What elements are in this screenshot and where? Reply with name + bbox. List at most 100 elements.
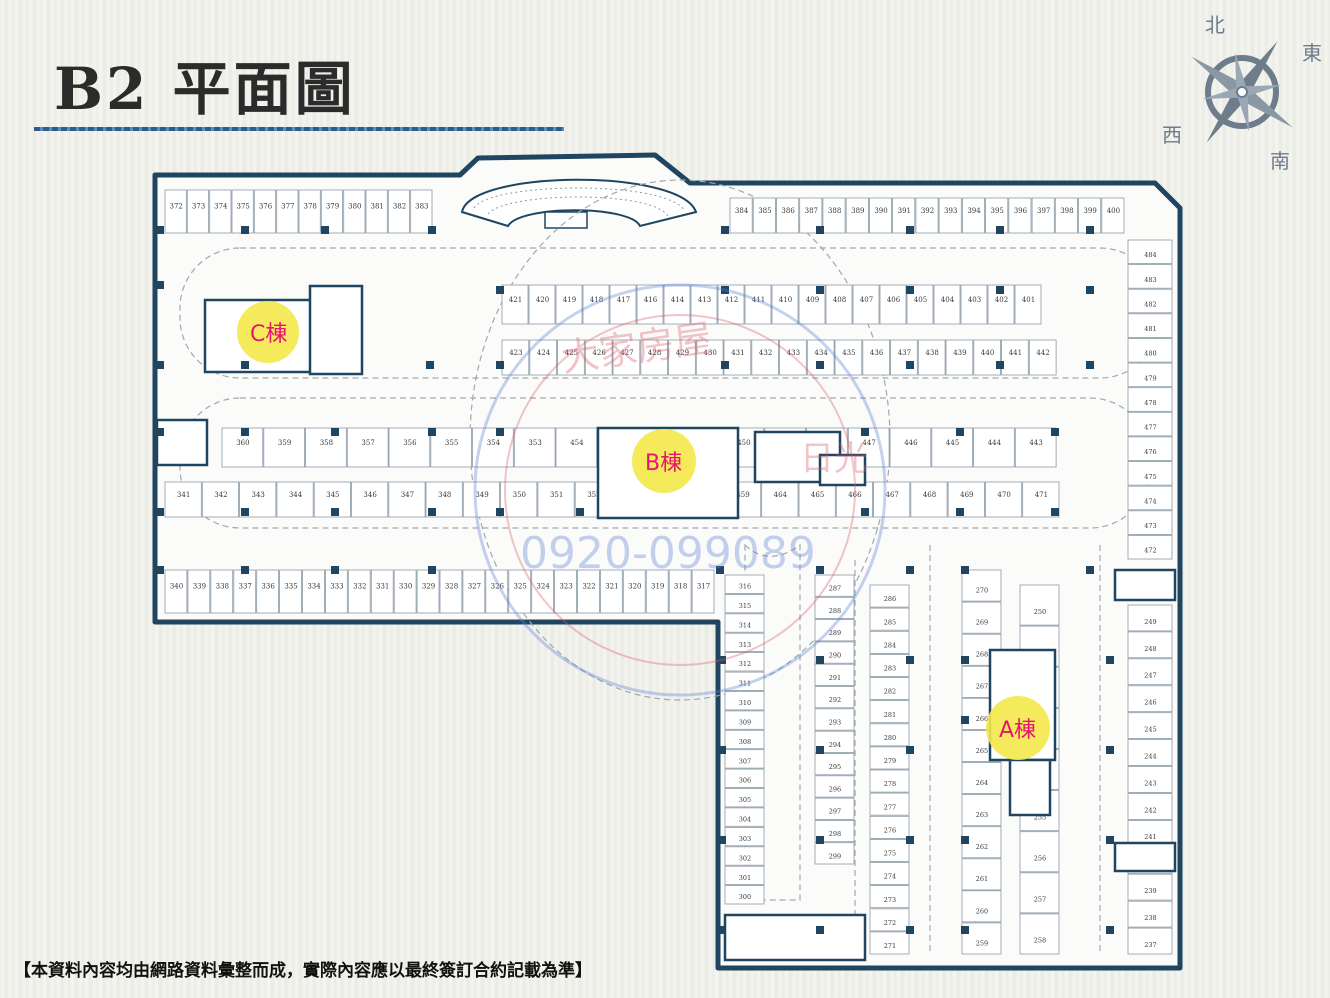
column-marker [496,286,504,294]
column-marker [961,836,969,844]
column-marker [156,566,164,574]
stall-number: 347 [401,491,414,499]
column-marker [1086,361,1094,369]
stall-number: 442 [1036,349,1049,357]
stall-number: 419 [563,296,576,304]
column-marker [956,508,964,516]
stall-number: 389 [851,207,864,215]
parking-stall [508,569,532,614]
stall-number: 430 [703,349,716,357]
stall-number: 464 [774,491,788,499]
parking-stall [416,569,440,614]
stall-number: 285 [884,618,896,626]
stall-number: 344 [289,491,303,499]
stall-number: 426 [592,349,606,357]
stall-number: 248 [1144,645,1156,653]
parking-stall [724,574,765,594]
stall-number: 374 [214,203,228,211]
parking-stall [869,931,910,955]
stall-number: 352 [587,491,600,499]
column-marker [996,286,1004,294]
parking-stall [1127,535,1173,560]
stall-number: 483 [1144,276,1156,284]
stall-number: 408 [833,296,846,304]
stall-number: 355 [445,439,458,447]
stall-number: 421 [509,296,522,304]
stall-number: 471 [1035,491,1048,499]
parking-stall [961,858,1002,891]
parking-stall [1127,900,1173,928]
building-b-label[interactable]: B棟 [645,451,682,476]
parking-stall [1019,872,1060,914]
parking-stall [1019,831,1060,873]
stall-number: 417 [617,296,630,304]
stall-number: 316 [739,583,751,591]
parking-stall [320,189,343,234]
parking-stall [1127,387,1173,412]
parking-stall [776,197,800,234]
stall-number: 401 [1022,296,1035,304]
parking-stall [1054,197,1078,234]
stall-number: 468 [923,491,936,499]
parking-stall [256,569,280,614]
stall-number: 319 [651,583,664,591]
stall-number: 424 [537,349,551,357]
stall-number: 256 [1034,854,1046,862]
parking-stall [210,569,234,614]
parking-stall [1127,685,1173,713]
stall-number: 292 [829,696,841,704]
stall-number: 273 [884,896,896,904]
parking-stall [1127,739,1173,766]
parking-stall [1127,239,1173,265]
parking-stall [439,569,463,614]
building-c-label[interactable]: C棟 [250,322,287,347]
parking-stall [430,427,472,468]
compass-east-label: 東 [1302,41,1322,65]
stall-number: 244 [1144,753,1156,761]
stall-number: 342 [214,491,227,499]
parking-stall [915,197,939,234]
building-a-label[interactable]: A棟 [999,718,1036,743]
parking-stall [365,189,388,234]
stall-number: 375 [237,203,250,211]
stall-number: 267 [976,683,988,691]
parking-stall [622,569,646,614]
parking-stall [814,686,855,709]
parking-stall [640,339,668,376]
column-marker [428,508,436,516]
parking-stall [636,284,664,325]
stall-number: 470 [997,491,1010,499]
column-marker [961,566,969,574]
building-c-highlight [237,301,299,363]
stall-number: 238 [1144,914,1156,922]
parking-stall [187,569,211,614]
parking-stall [724,788,765,808]
parking-stall [370,569,394,614]
stall-number: 246 [1144,699,1156,707]
stall-number: 411 [752,296,765,304]
column-marker [496,508,504,516]
parking-stall [869,584,910,608]
stall-number: 269 [976,619,988,627]
parking-stall [869,885,910,909]
stall-number: 432 [759,349,772,357]
title-underline [34,127,564,131]
parking-stall [343,189,366,234]
parking-stall [347,569,371,614]
stall-number: 477 [1144,424,1156,432]
parking-stall [1127,362,1173,388]
stall-number: 434 [814,349,828,357]
parking-stall [1019,584,1060,626]
stall-number: 384 [735,207,749,215]
parking-stall [1019,913,1060,955]
parking-stall [1127,873,1173,901]
stall-number: 357 [361,439,374,447]
stall-number: 479 [1144,374,1156,382]
stall-number: 301 [739,874,751,882]
column-marker [1106,926,1114,934]
parking-stall [869,815,910,839]
column-marker [241,361,249,369]
parking-stall [1014,284,1042,325]
parking-stall [500,481,538,518]
